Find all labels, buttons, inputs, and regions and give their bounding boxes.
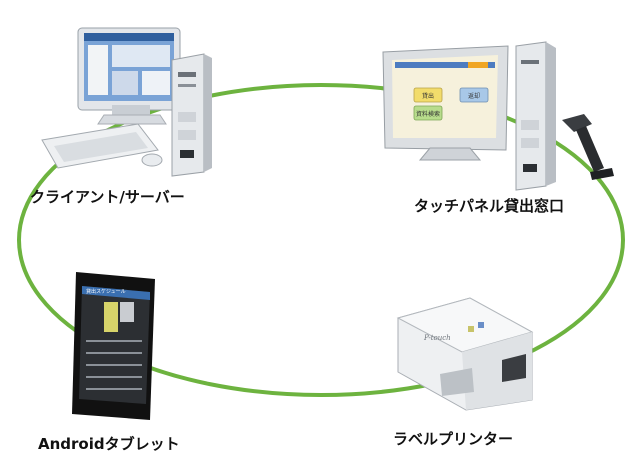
node-label-label-printer: ラベルプリンター: [393, 430, 514, 448]
tablet-screen-header: 貸出スケジュール: [86, 288, 126, 295]
label-printer-icon: P-touch: [396, 297, 534, 411]
printer-brand: P-touch: [423, 334, 451, 342]
touch-panel-pos-icon: 貸出 返却 資料検索: [382, 41, 614, 191]
desktop-pc-icon: [41, 27, 212, 177]
node-label-android-tablet: Androidタブレット: [38, 435, 180, 453]
node-label-client-server: クライアント/サーバー: [30, 188, 185, 206]
touch-button-lend: 貸出: [422, 92, 434, 100]
node-label-touch-panel: タッチパネル貸出窓口: [414, 197, 565, 215]
touch-button-return: 返却: [468, 92, 480, 100]
touch-button-search: 資料検索: [416, 110, 440, 118]
connection-ring: [17, 83, 625, 397]
android-tablet-icon: 貸出スケジュール: [72, 272, 155, 420]
